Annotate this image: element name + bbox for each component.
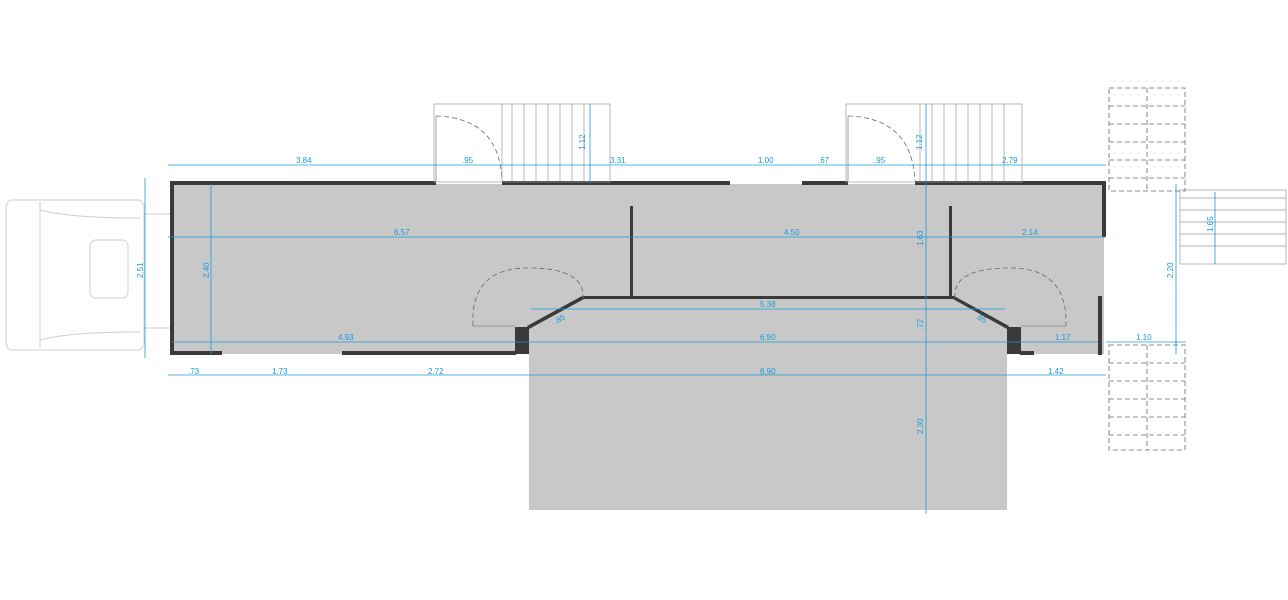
dim-right-stair-1-65: 1.65 [1206, 216, 1215, 232]
dim-row-6-57: 6.57 [394, 228, 410, 237]
dim-base-1-42: 1.42 [1048, 367, 1064, 376]
dim-left-height-2-51: 2.51 [136, 262, 145, 278]
dim-top-3-31: 3.31 [610, 156, 626, 165]
dim-top-3-84: 3.84 [296, 156, 312, 165]
dim-top-095-b: .95 [874, 156, 886, 165]
dim-top-095-a: .95 [462, 156, 474, 165]
dim-base-6-90: 6.90 [760, 367, 776, 376]
dimension-lines [144, 104, 1216, 514]
dim-top-067: .67 [818, 156, 830, 165]
dim-counter-5-38: 5.38 [760, 300, 776, 309]
dim-top-2-79: 2.79 [1002, 156, 1018, 165]
dim-base-073: .73 [188, 367, 200, 376]
dim-base-1-73: 1.73 [272, 367, 288, 376]
walls [170, 181, 1106, 355]
dim-row-4-50: 4.50 [784, 228, 800, 237]
dim-counter-depth-072: .72 [916, 318, 925, 330]
dim-partition-1-63: 1.63 [916, 230, 925, 246]
lower-deck [529, 354, 1007, 510]
dim-deck-depth-2-30: 2.30 [916, 418, 925, 434]
dim-bottom-6-90-inner: 6.90 [760, 333, 776, 342]
door-swings [435, 115, 1067, 327]
dim-row-2-14: 2.14 [1022, 228, 1038, 237]
dim-base-2-72: 2.72 [428, 367, 444, 376]
dim-stair-left-1-12: 1.12 [578, 134, 587, 150]
dim-bottom-1-17: 1.17 [1055, 333, 1071, 342]
truck-cab-outline [5, 199, 170, 351]
stairs [433, 87, 1287, 451]
counter-area [529, 298, 1007, 354]
dim-stair-right-1-12: 1.12 [915, 134, 924, 150]
dim-right-side-2-20: 2.20 [1166, 262, 1175, 278]
dim-inner-height-2-40: 2.40 [202, 262, 211, 278]
dim-bottom-4-93: 4.93 [338, 333, 354, 342]
dim-side-1-10: 1.10 [1136, 333, 1152, 342]
dimension-labels: 3.84 .95 1.12 3.31 1.00 .67 .95 1.12 2.7… [136, 134, 1215, 434]
dim-top-1-00: 1.00 [758, 156, 774, 165]
